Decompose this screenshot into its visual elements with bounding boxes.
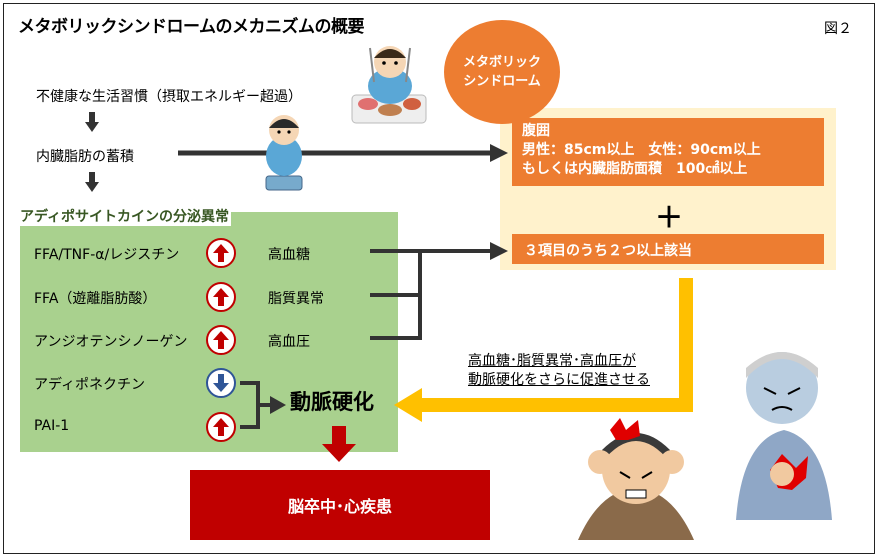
- waist-criteria-line1: 男性：85cm以上 女性：90cm以上: [522, 141, 761, 158]
- condition-hypertension: 高血圧: [268, 334, 310, 350]
- adipocytokine-heading: アディポサイトカインの分泌異常: [18, 206, 232, 226]
- factor-adiponectin: アディポネクチン: [34, 377, 146, 393]
- metabolic-circle-line1: メタボリック: [462, 54, 541, 70]
- up-arrow-icon: [206, 412, 236, 442]
- factor-angiotensinogen: アンジオテンシノーゲン: [34, 334, 188, 350]
- metabolic-syndrome-circle: メタボリック シンドローム: [444, 20, 560, 124]
- figure-label: 図２: [824, 21, 852, 37]
- atherosclerosis-label: 動脈硬化: [290, 390, 374, 414]
- metabolic-circle-line2: シンドローム: [463, 74, 541, 89]
- overweight-person-on-scale-illustration: [265, 115, 303, 191]
- promote-line2: 動脈硬化をさらに促進させる: [468, 371, 650, 388]
- factor-ffa-tnf: FFA/TNF-α/レジスチン: [34, 247, 180, 263]
- promote-note: 高血糖･脂質異常･高血圧が 動脈硬化をさらに促進させる: [468, 352, 650, 390]
- chest-pain-elderly-man-illustration: [736, 352, 832, 520]
- up-arrow-icon: [206, 325, 236, 355]
- condition-hyperglycemia: 高血糖: [268, 247, 310, 263]
- figure-frame: [3, 3, 875, 554]
- up-arrow-icon: [206, 238, 236, 268]
- flow-down-arrow-2: [85, 172, 99, 192]
- unhealthy-lifestyle-label: 不健康な生活習慣（摂取エネルギー超過）: [36, 89, 302, 105]
- up-arrow-icon: [206, 282, 236, 312]
- figure-title: メタボリックシンドロームのメカニズムの概要: [18, 17, 365, 37]
- eating-person-illustration: [351, 46, 427, 124]
- condition-dyslipidemia: 脂質異常: [268, 291, 324, 307]
- waist-criteria-title: 腹囲: [522, 123, 550, 139]
- athero-arrowhead: [270, 396, 286, 414]
- yellow-feedback-arrowhead: [394, 388, 422, 422]
- bracket-arrowhead: [490, 242, 508, 260]
- down-arrow-icon: [206, 368, 236, 398]
- flow-down-arrow-1: [85, 112, 99, 132]
- yellow-feedback-arrow: [420, 278, 693, 412]
- visceral-fat-label: 内臓脂肪の蓄積: [36, 149, 134, 165]
- red-arrow-stem: [332, 426, 346, 444]
- stroke-heart-disease-box: 脳卒中･心疾患: [190, 470, 490, 540]
- red-arrow-head: [322, 444, 356, 462]
- waist-criteria-line2: もしくは内臓脂肪面積 100㎠以上: [522, 160, 748, 177]
- promote-line1: 高血糖･脂質異常･高血圧が: [468, 353, 636, 369]
- fat-to-criteria-arrowhead: [490, 144, 508, 162]
- three-items-criteria-box: ３項目のうち２つ以上該当: [512, 234, 824, 264]
- factor-pai1: PAI-1: [34, 418, 70, 434]
- factor-ffa: FFA（遊離脂肪酸）: [34, 291, 157, 307]
- headache-man-illustration: [578, 418, 694, 540]
- plus-sign: ＋: [655, 201, 684, 234]
- waist-criteria-box: 腹囲 男性：85cm以上 女性：90cm以上 もしくは内臓脂肪面積 100㎠以上: [512, 118, 824, 186]
